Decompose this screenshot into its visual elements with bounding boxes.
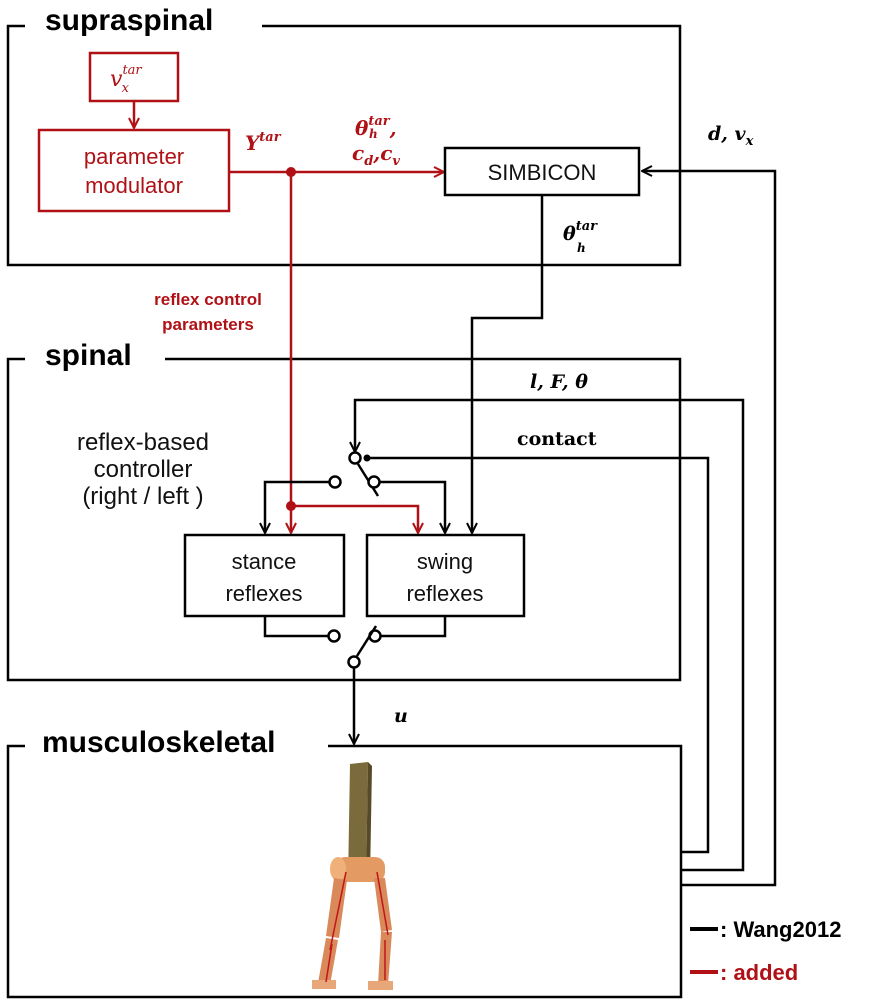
- stance-output-line: [263, 616, 328, 638]
- spinal-title: spinal: [45, 339, 132, 372]
- reflex-params-label-2: parameters: [162, 315, 254, 334]
- svg-text:θtar,: θtar,: [355, 114, 397, 140]
- parameter-modulator-label-1: parameter: [84, 144, 184, 169]
- svg-text:h: h: [369, 127, 378, 141]
- theta-cd-cv-label: θtar, h cd,cv: [352, 114, 400, 169]
- l-f-theta-label: l, F, θ: [530, 371, 588, 393]
- stance-label-2: reflexes: [225, 581, 302, 606]
- d-vx-feedback-line: [642, 171, 777, 887]
- target-velocity-subscript: x: [122, 81, 130, 96]
- spinal-frame: [6, 357, 682, 682]
- switch-to-stance-line: [265, 480, 329, 533]
- biped-model-figure: [312, 762, 393, 990]
- simbicon-label: SIMBICON: [488, 160, 597, 185]
- target-velocity-block: vtar x: [88, 51, 180, 103]
- theta-h-subscript: h: [577, 241, 586, 255]
- u-label: u: [394, 705, 408, 727]
- svg-text:cd,cv: cd,cv: [352, 141, 400, 169]
- stance-reflexes-block: stance reflexes: [183, 533, 346, 618]
- l-f-theta-feedback-line: [355, 398, 745, 872]
- parameter-modulator-block: parameter modulator: [37, 128, 231, 213]
- swing-label-2: reflexes: [406, 581, 483, 606]
- controller-label-3: (right / left ): [82, 483, 203, 510]
- swing-reflexes-block: swing reflexes: [365, 533, 526, 618]
- swing-label-1: swing: [417, 549, 473, 574]
- lower-switch: [327, 625, 382, 669]
- target-velocity-symbol: v: [110, 67, 123, 92]
- switch-to-swing-line: [380, 480, 445, 533]
- left-foot: [312, 980, 336, 989]
- supraspinal-section: supraspinal: [6, 4, 682, 267]
- controller-label-1: reflex-based: [77, 429, 209, 456]
- contact-label: contact: [517, 428, 597, 450]
- reflex-params-to-swing-arrow: [291, 504, 418, 533]
- musculoskeletal-title: musculoskeletal: [42, 726, 275, 759]
- torso: [348, 762, 368, 882]
- upper-switch: [328, 451, 381, 497]
- legend-label-added: : added: [720, 960, 798, 985]
- swing-output-line: [381, 616, 447, 638]
- supraspinal-frame: [6, 24, 682, 267]
- supraspinal-title: supraspinal: [45, 4, 213, 37]
- theta-to-swing-line: [472, 195, 544, 533]
- d-vx-label: d, vx: [708, 123, 754, 149]
- musculoskeletal-frame: [6, 744, 683, 999]
- muscle-line: [329, 871, 347, 951]
- spinal-section: spinal: [6, 339, 682, 682]
- stance-label-1: stance: [232, 549, 297, 574]
- contact-dot: [363, 454, 371, 462]
- legend: : Wang2012 : added: [690, 917, 841, 985]
- musculoskeletal-section: musculoskeletal: [6, 726, 683, 999]
- contact-feedback-line: [368, 456, 710, 854]
- target-velocity-superscript: tar: [122, 63, 142, 78]
- y-tar-label: Ytar: [245, 130, 282, 155]
- pelvis: [335, 857, 385, 882]
- theta-h-tar-label: θtar: [563, 219, 598, 245]
- left-thigh: [326, 878, 347, 938]
- controller-label-2: controller: [94, 456, 193, 483]
- simbicon-block: SIMBICON: [443, 146, 641, 197]
- parameter-modulator-label-2: modulator: [85, 173, 183, 198]
- legend-label-wang2012: : Wang2012: [720, 917, 841, 942]
- left-shank: [318, 938, 338, 985]
- right-foot: [368, 981, 393, 990]
- reflex-params-label-1: reflex control: [154, 290, 262, 309]
